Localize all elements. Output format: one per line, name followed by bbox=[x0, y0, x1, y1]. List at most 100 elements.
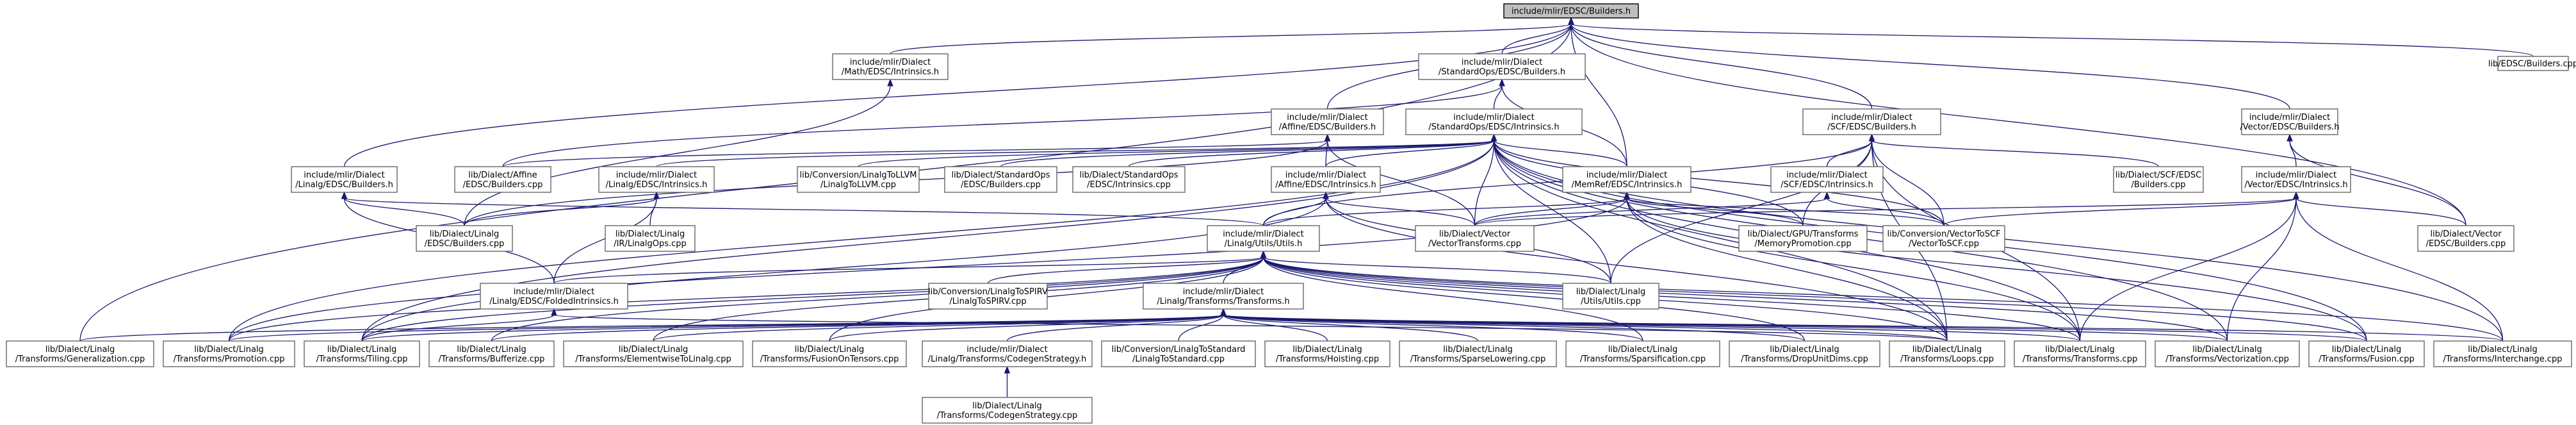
edge-linalg_transforms_h-to-t_hoisting bbox=[1220, 308, 1328, 342]
node-vector_transforms[interactable]: lib/Dialect/Vector/VectorTransforms.cpp bbox=[1415, 225, 1535, 252]
node-linalg_builders[interactable]: include/mlir/Dialect/Linalg/EDSC/Builder… bbox=[291, 166, 398, 193]
edge-line bbox=[1223, 314, 2504, 342]
node-label: lib/EDSC/Builders.cpp bbox=[2488, 60, 2576, 69]
node-t_sparse_lowering[interactable]: lib/Dialect/Linalg/Transforms/SparseLowe… bbox=[1399, 340, 1557, 367]
edge-folded_intr-to-t_loops bbox=[551, 308, 1948, 342]
node-label: include/mlir/Dialect bbox=[2256, 171, 2337, 180]
node-label: lib/Conversion/LinalgToSPIRV bbox=[928, 287, 1048, 297]
edge-codegen_h-to-lib_codegen bbox=[1004, 365, 1011, 397]
node-std_builders[interactable]: include/mlir/Dialect/StandardOps/EDSC/Bu… bbox=[1418, 53, 1586, 80]
node-lib_std_intr[interactable]: lib/Dialect/StandardOps/EDSC/Intrinsics.… bbox=[1072, 166, 1186, 193]
node-lib_linalg_builders[interactable]: lib/Dialect/Linalg/EDSC/Builders.cpp bbox=[416, 225, 513, 252]
node-memref_intr[interactable]: include/mlir/Dialect/MemRef/EDSC/Intrins… bbox=[1562, 166, 1692, 193]
node-label: /Transforms/ElementwiseToLinalg.cpp bbox=[575, 354, 731, 364]
edge-line bbox=[1325, 140, 1495, 167]
node-label: include/mlir/Dialect bbox=[850, 58, 931, 67]
node-conv_linalg_llvm[interactable]: lib/Conversion/LinalgToLLVM/LinalgToLLVM… bbox=[797, 166, 920, 193]
edge-line bbox=[343, 23, 1572, 167]
node-t_fusion_tensors[interactable]: lib/Dialect/Linalg/Transforms/FusionOnTe… bbox=[752, 340, 907, 367]
node-label: lib/Dialect/Linalg bbox=[795, 345, 865, 354]
node-t_generalization[interactable]: lib/Dialect/Linalg/Transforms/Generaliza… bbox=[6, 340, 154, 367]
node-lib_std_builders[interactable]: lib/Dialect/StandardOps/EDSC/Builders.cp… bbox=[944, 166, 1057, 193]
node-box bbox=[1503, 3, 1639, 19]
node-box bbox=[6, 340, 154, 367]
node-label: /Transforms/Sparsification.cpp bbox=[1580, 354, 1706, 364]
node-affine_intr[interactable]: include/mlir/Dialect/Affine/EDSC/Intrins… bbox=[1271, 166, 1381, 193]
node-t_drop_unit[interactable]: lib/Dialect/Linalg/Transforms/DropUnitDi… bbox=[1729, 340, 1880, 367]
edge-affine_intr-to-vector_transforms bbox=[1323, 191, 1476, 226]
edge-line bbox=[491, 314, 1224, 342]
node-linalg_utils[interactable]: include/mlir/Dialect/Linalg/Utils/Utils.… bbox=[1207, 225, 1320, 252]
edge-memref_intr-to-linalg_utils bbox=[1262, 191, 1630, 226]
node-lib_scf_builders[interactable]: lib/Dialect/SCF/EDSC/Builders.cpp bbox=[2113, 166, 2204, 193]
edge-linalg_utils-to-t_interchange bbox=[1260, 250, 2504, 342]
node-t_transforms[interactable]: lib/Dialect/Linalg/Transforms/Transforms… bbox=[2014, 340, 2146, 367]
node-t_loops[interactable]: lib/Dialect/Linalg/Transforms/Loops.cpp bbox=[1889, 340, 2005, 367]
node-t_promotion[interactable]: lib/Dialect/Linalg/Transforms/Promotion.… bbox=[163, 340, 295, 367]
node-vector_builders[interactable]: include/mlir/Dialect/Vector/EDSC/Builder… bbox=[2240, 108, 2340, 135]
edge-line bbox=[2295, 197, 2466, 226]
node-t_tiling[interactable]: lib/Dialect/Linalg/Transforms/Tiling.cpp bbox=[304, 340, 420, 367]
node-t_bufferize[interactable]: lib/Dialect/Linalg/Transforms/Bufferize.… bbox=[428, 340, 555, 367]
node-lib_affine_builders[interactable]: lib/Dialect/Affine/EDSC/Builders.cpp bbox=[454, 166, 551, 193]
edge-line bbox=[2079, 197, 2297, 342]
node-label: include/mlir/Dialect bbox=[1453, 113, 1535, 122]
node-scf_intr[interactable]: include/mlir/Dialect/SCF/EDSC/Intrinsics… bbox=[1770, 166, 1884, 193]
node-math_intr[interactable]: include/mlir/Dialect/Math/EDSC/Intrinsic… bbox=[832, 53, 949, 80]
node-linalg_transforms_h[interactable]: include/mlir/Dialect/Linalg/Transforms/T… bbox=[1143, 283, 1304, 310]
edge-builders-to-memref_intr bbox=[1568, 17, 1627, 167]
node-folded_intr[interactable]: include/mlir/Dialect/Linalg/EDSC/FoldedI… bbox=[480, 283, 628, 310]
node-t_fusion[interactable]: lib/Dialect/Linalg/Transforms/Fusion.cpp bbox=[2308, 340, 2425, 367]
edge-arrowhead bbox=[1323, 191, 1329, 199]
edge-line bbox=[1223, 314, 1328, 342]
node-std_intr[interactable]: include/mlir/Dialect/StandardOps/EDSC/In… bbox=[1405, 108, 1583, 135]
node-box bbox=[1399, 340, 1557, 367]
node-affine_builders[interactable]: include/mlir/Dialect/Affine/EDSC/Builder… bbox=[1271, 108, 1384, 135]
node-lib_linalg_utils[interactable]: lib/Dialect/Linalg/Utils/Utils.cpp bbox=[1562, 283, 1659, 310]
node-label: lib/Dialect/Linalg bbox=[615, 229, 685, 239]
node-linalg_intr[interactable]: include/mlir/Dialect/Linalg/EDSC/Intrins… bbox=[598, 166, 715, 193]
node-box bbox=[428, 340, 555, 367]
node-lib_edsc_builders[interactable]: lib/EDSC/Builders.cpp bbox=[2488, 56, 2576, 71]
node-label: lib/Dialect/Linalg bbox=[327, 345, 397, 354]
node-lib_codegen[interactable]: lib/Dialect/Linalg/Transforms/CodegenStr… bbox=[922, 397, 1093, 424]
node-t_hoisting[interactable]: lib/Dialect/Linalg/Transforms/Hoisting.c… bbox=[1264, 340, 1390, 367]
node-lib_linalg_ops[interactable]: lib/Dialect/Linalg/IR/LinalgOps.cpp bbox=[605, 225, 696, 252]
node-label: /Linalg/EDSC/FoldedIntrinsics.h bbox=[489, 297, 619, 306]
node-label: lib/Dialect/Linalg bbox=[2468, 345, 2538, 354]
node-vector_intr[interactable]: include/mlir/Dialect/Vector/EDSC/Intrins… bbox=[2241, 166, 2351, 193]
node-conv_vector_scf[interactable]: lib/Conversion/VectorToSCF/VectorToSCF.c… bbox=[1882, 225, 2005, 252]
edge-line bbox=[1943, 197, 2297, 226]
edge-line bbox=[1626, 197, 1804, 226]
edge-line bbox=[553, 256, 1264, 284]
node-label: lib/Dialect/Linalg bbox=[1576, 287, 1646, 297]
node-t_vectorization[interactable]: lib/Dialect/Linalg/Transforms/Vectorizat… bbox=[2155, 340, 2300, 367]
node-lib_vector_builders[interactable]: lib/Dialect/Vector/EDSC/Builders.cpp bbox=[2417, 225, 2515, 252]
node-label: /Transforms/Fusion.cpp bbox=[2319, 354, 2415, 364]
node-label: lib/Dialect/Linalg bbox=[430, 229, 500, 239]
node-conv_linalg_spirv[interactable]: lib/Conversion/LinalgToSPIRV/LinalgToSPI… bbox=[928, 283, 1048, 310]
edge-scf_builders-to-scf_intr bbox=[1826, 133, 1875, 167]
node-scf_builders[interactable]: include/mlir/Dialect/SCF/EDSC/Builders.h bbox=[1802, 108, 1941, 135]
node-label: include/mlir/Dialect bbox=[1831, 113, 1912, 122]
node-gpu_memprom[interactable]: lib/Dialect/GPU/Transforms/MemoryPromoti… bbox=[1738, 225, 1868, 252]
node-codegen_h[interactable]: include/mlir/Dialect/Linalg/Transforms/C… bbox=[922, 340, 1093, 367]
node-builders[interactable]: include/mlir/EDSC/Builders.h bbox=[1503, 3, 1639, 19]
node-label: /Vector/EDSC/Builders.h bbox=[2240, 122, 2339, 132]
node-label: include/mlir/Dialect bbox=[1223, 229, 1304, 239]
node-box bbox=[1889, 340, 2005, 367]
edge-line bbox=[228, 197, 1627, 342]
edge-line bbox=[1474, 197, 1828, 226]
node-t_sparsification[interactable]: lib/Dialect/Linalg/Transforms/Sparsifica… bbox=[1565, 340, 1720, 367]
edge-line bbox=[1626, 197, 1944, 226]
node-t_interchange[interactable]: lib/Dialect/Linalg/Transforms/Interchang… bbox=[2433, 340, 2572, 367]
edge-line bbox=[1871, 140, 1944, 226]
node-box bbox=[1143, 283, 1304, 310]
node-label: /IR/LinalgOps.cpp bbox=[614, 239, 687, 249]
node-conv_linalg_std[interactable]: lib/Conversion/LinalgToStandard/LinalgTo… bbox=[1101, 340, 1256, 367]
node-box bbox=[605, 225, 696, 252]
edge-layer bbox=[79, 17, 2534, 397]
node-box bbox=[1418, 53, 1586, 80]
edge-line bbox=[1128, 140, 1495, 167]
node-t_elementwise[interactable]: lib/Dialect/Linalg/Transforms/Elementwis… bbox=[563, 340, 744, 367]
